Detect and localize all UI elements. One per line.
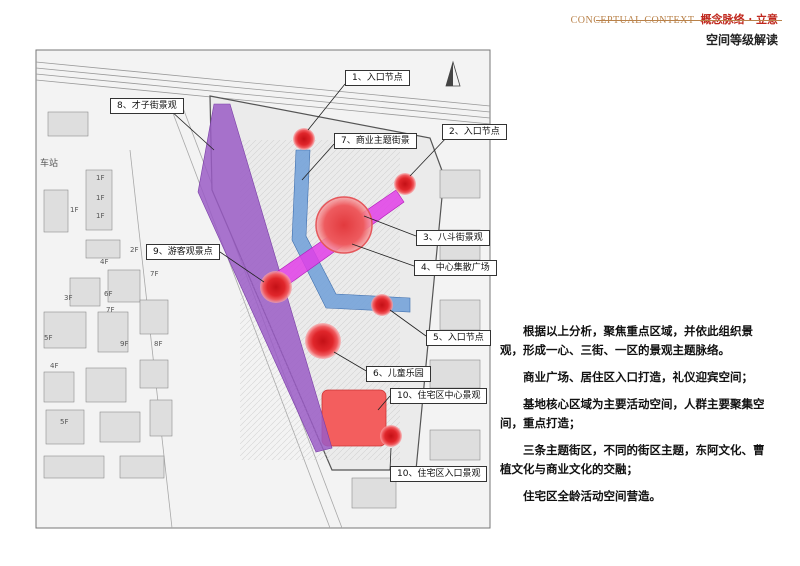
floor-label: 1F	[96, 174, 104, 182]
header-cn-title: 概念脉络 · 立意	[700, 13, 779, 26]
callout-commercial-street: 7、商业主题街景	[334, 133, 417, 149]
station-label: 车站	[40, 157, 58, 169]
callout-entry-node-2: 2、入口节点	[442, 124, 507, 140]
central-plaza-node	[315, 196, 373, 254]
callout-tourist-viewpoint: 9、游客观景点	[146, 244, 220, 260]
node-6	[305, 323, 341, 359]
note-paragraph: 住宅区全龄活动空间营造。	[523, 489, 661, 503]
floor-label: 2F	[130, 246, 138, 254]
north-arrow-icon	[445, 60, 461, 87]
floor-label: 8F	[154, 340, 162, 348]
floor-label: 1F	[96, 194, 104, 202]
node-2	[394, 173, 416, 195]
callout-playground: 6、儿童乐园	[366, 366, 431, 382]
header-rule	[596, 20, 782, 21]
callout-entry-node-1: 1、入口节点	[345, 70, 410, 86]
floor-label: 5F	[44, 334, 52, 342]
node-9	[260, 271, 292, 303]
note-paragraph: 根据以上分析，聚焦重点区域，并依此组织景观，形成一心、三街、一区的景观主题脉络。	[500, 324, 753, 357]
floor-label: 7F	[150, 270, 158, 278]
note-paragraph: 三条主题街区，不同的街区主题，东阿文化、曹植文化与商业文化的交融；	[500, 443, 765, 476]
node-10	[380, 425, 402, 447]
node-1	[293, 128, 315, 150]
note-paragraph: 基地核心区域为主要活动空间，人群主要聚集空间，重点打造；	[500, 397, 765, 430]
floor-label: 6F	[104, 290, 112, 298]
callout-entry-node-5: 5、入口节点	[426, 330, 491, 346]
floor-label: 4F	[100, 258, 108, 266]
callout-residential-center: 10、住宅区中心景观	[390, 388, 488, 404]
analysis-notes: 根据以上分析，聚焦重点区域，并依此组织景观，形成一心、三街、一区的景观主题脉络。…	[500, 322, 772, 514]
floor-label: 3F	[64, 294, 72, 302]
callout-central-plaza: 4、中心集散广场	[414, 260, 497, 276]
floor-label: 4F	[50, 362, 58, 370]
callout-badou-street: 3、八斗街景观	[416, 230, 490, 246]
page-subtitle: 空间等级解读	[705, 33, 778, 47]
callout-residential-entry: 10、住宅区入口景观	[390, 466, 488, 482]
floor-label: 7F	[106, 306, 114, 314]
entry-nodes	[260, 128, 416, 447]
floor-labels: 1F 1F 1F 2F 1F 4F 7F 6F 3F 7F 9F 8F 5F 4…	[40, 157, 162, 426]
floor-label: 5F	[60, 418, 68, 426]
railway-lines	[35, 61, 491, 125]
callout-caizi-street: 8、才子街景观	[110, 98, 184, 114]
floor-label: 1F	[96, 212, 104, 220]
node-5	[371, 294, 393, 316]
leader-lines	[169, 83, 449, 471]
floor-label: 1F	[70, 206, 78, 214]
note-paragraph: 商业广场、居住区入口打造，礼仪迎宾空间；	[523, 370, 753, 384]
floor-label: 9F	[120, 340, 128, 348]
residential-zone	[321, 389, 387, 447]
